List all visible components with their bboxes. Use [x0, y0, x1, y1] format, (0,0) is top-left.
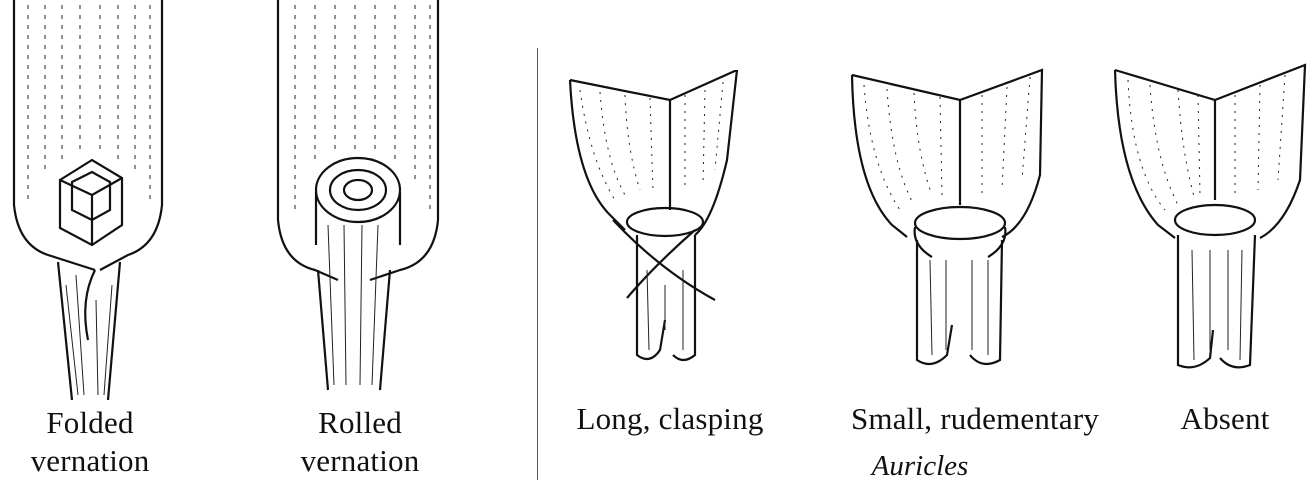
long-clasping-caption: Long, clasping	[550, 400, 790, 438]
caption-line: Absent	[1150, 400, 1300, 438]
small-rudementary-auricle-drawing	[842, 65, 1052, 375]
caption-line: Folded	[5, 404, 175, 442]
caption-line: vernation	[5, 442, 175, 480]
rolled-vernation-caption: Rolled vernation	[275, 404, 445, 480]
absent-caption: Absent	[1150, 400, 1300, 438]
small-rudementary-caption: Small, rudementary	[820, 400, 1130, 438]
caption-line: Rolled	[275, 404, 445, 442]
auricles-group-label: Auricles	[840, 448, 1000, 484]
folded-vernation-drawing	[0, 0, 180, 405]
folded-vernation-caption: Folded vernation	[5, 404, 175, 480]
absent-auricle-drawing	[1110, 60, 1310, 375]
rolled-vernation-drawing	[270, 0, 450, 405]
caption-line: Long, clasping	[550, 400, 790, 438]
caption-line: Small, rudementary	[820, 400, 1130, 438]
caption-line: vernation	[275, 442, 445, 480]
long-clasping-auricle-drawing	[565, 70, 745, 380]
panel-divider	[537, 48, 538, 480]
